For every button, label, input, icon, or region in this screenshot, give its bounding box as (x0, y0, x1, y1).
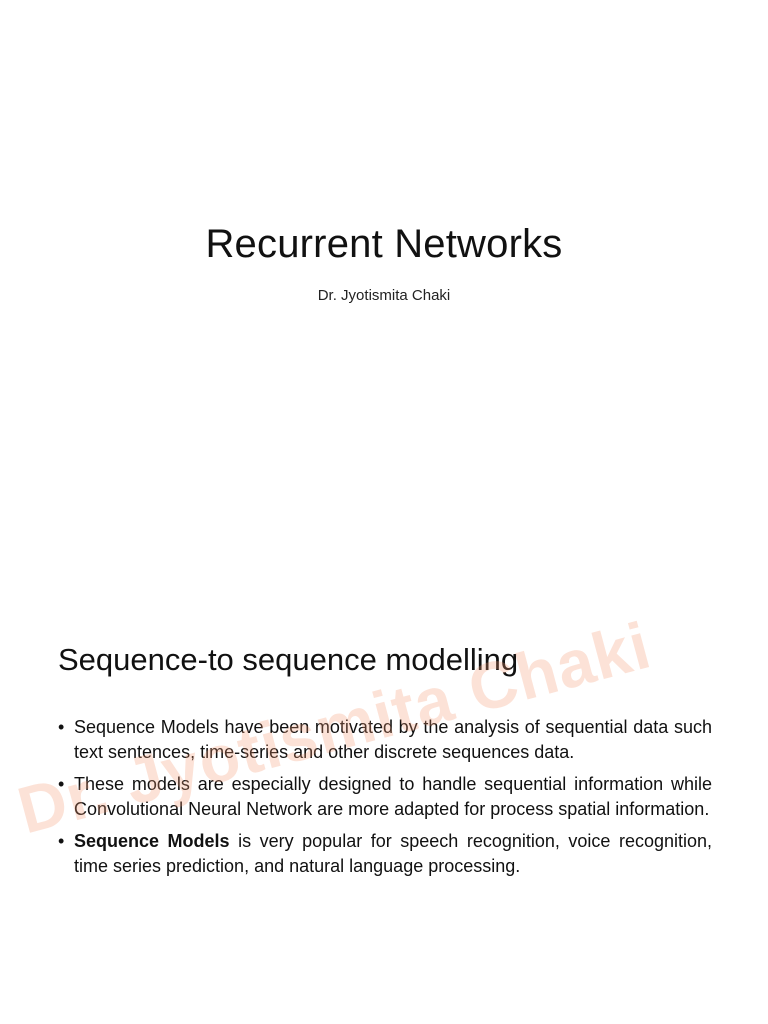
bullet-dot-icon: • (58, 831, 65, 851)
content-slide: Sequence-to sequence modelling • Sequenc… (0, 512, 768, 1024)
bullet-dot-icon: • (58, 774, 65, 794)
title-slide: Recurrent Networks Dr. Jyotismita Chaki (205, 222, 563, 304)
slide-title: Sequence-to sequence modelling (58, 642, 519, 677)
bullet-item: • Sequence Models is very popular for sp… (58, 829, 712, 878)
bullet-list: • Sequence Models have been motivated by… (58, 715, 712, 886)
bullet-text: is very popular for speech recognition, … (74, 831, 713, 876)
author-name: Dr. Jyotismita Chaki (317, 287, 451, 304)
bullet-item: • Sequence Models have been motivated by… (58, 715, 712, 764)
bullet-dot-icon: • (58, 717, 65, 737)
bullet-text: Sequence Models have been motivated by t… (74, 717, 712, 762)
bullet-bold-term: Sequence Models (74, 831, 230, 851)
bullet-text: These models are especially designed to … (74, 774, 712, 819)
bullet-item: • These models are especially designed t… (58, 772, 712, 821)
presentation-title: Recurrent Networks (205, 222, 563, 266)
